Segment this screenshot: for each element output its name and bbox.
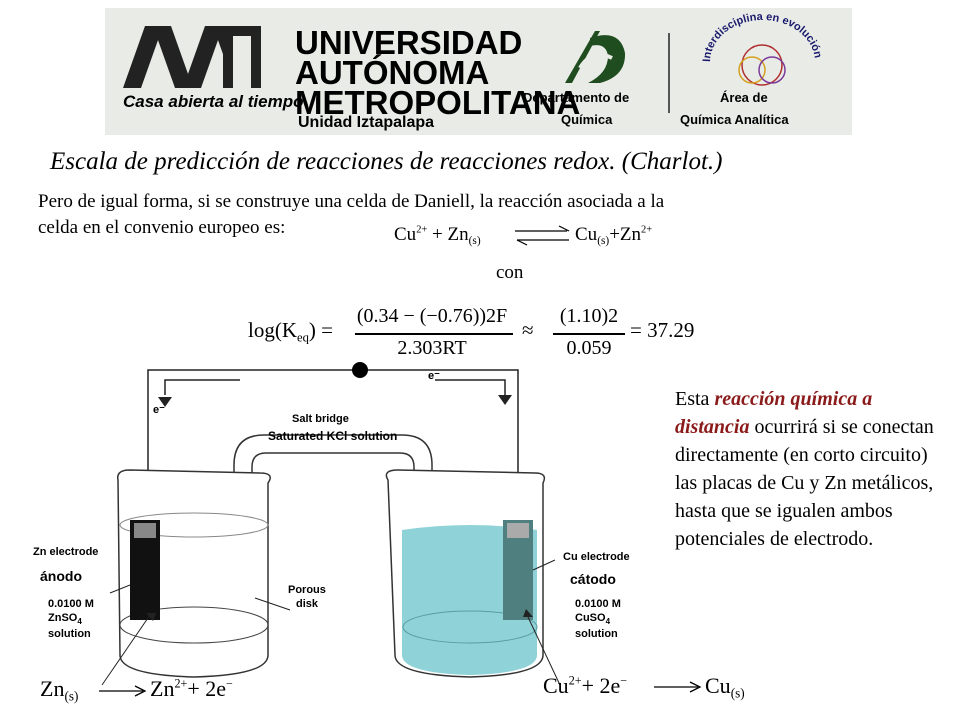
- half-reaction-left-reactant: Zn(s): [40, 676, 79, 704]
- side-explanation: Esta reacción química a distancia ocurri…: [675, 388, 934, 550]
- con-word: con: [496, 262, 524, 283]
- header-divider: [668, 33, 670, 113]
- department-line-1: Departamento de: [523, 90, 630, 105]
- half-left-arrow-icon: [99, 685, 147, 697]
- half-reaction-right-product: Cu(s): [705, 673, 745, 701]
- header-banner: Casa abierta al tiempo UNIVERSIDAD AUTÓN…: [105, 8, 852, 135]
- half-reaction-right-reactant: Cu2++ 2e−: [543, 673, 628, 698]
- daniell-cell-diagram: Salt bridge Saturated KCl solution Porou…: [33, 362, 630, 686]
- university-name-line-2: AUTÓNOMA: [295, 54, 490, 91]
- product-zn-charge: 2+: [641, 224, 653, 236]
- area-line-2: Química Analítica: [680, 112, 789, 127]
- approx-sign: ≈: [522, 318, 534, 342]
- cu-conc-label: 0.0100 M: [575, 598, 621, 610]
- reactant-cu-charge: 2+: [416, 224, 428, 236]
- side-highlight: reacción química a distancia: [675, 388, 873, 438]
- motto-text: Casa abierta al tiempo: [123, 92, 304, 111]
- porous-label-1: Porous: [288, 584, 326, 596]
- uam-logo-icon: [123, 26, 261, 88]
- electron-left-label: e⁻: [153, 404, 165, 416]
- svg-text:Interdisciplina en evolución: Interdisciplina en evolución: [701, 11, 824, 62]
- fraction-1-numerator: (0.34 − (−0.76))2F: [356, 305, 508, 327]
- cu-salt-label: CuSO4: [575, 612, 611, 626]
- cu-sol-label: solution: [575, 628, 618, 640]
- cu-electrode-label: Cu electrode: [563, 551, 630, 563]
- product-zn: +Zn: [609, 224, 642, 245]
- salt-bridge-label: Salt bridge: [292, 413, 349, 425]
- zn-electrode-label: Zn electrode: [33, 546, 98, 558]
- zn-conc-label: 0.0100 M: [48, 598, 94, 610]
- fraction-2-numerator: (1.10)2: [559, 305, 619, 327]
- equation-result: = 37.29: [630, 318, 695, 342]
- equilibrium-arrows-icon: [515, 225, 570, 246]
- paragraph-line-2: celda en el convenio europeo es:: [38, 217, 286, 238]
- product-cu: Cu: [575, 224, 598, 245]
- reactant-cu: Cu: [394, 224, 417, 245]
- half-right-arrow-icon: [654, 681, 702, 693]
- fraction-2-denominator: 0.059: [566, 337, 612, 359]
- department-line-2: Química: [561, 112, 613, 127]
- fraction-2-bar: [553, 333, 625, 335]
- university-name-line-1: UNIVERSIDAD: [295, 24, 523, 61]
- product-cu-state: (s): [597, 234, 610, 247]
- keq-lhs: log(Keq) =: [248, 318, 333, 345]
- university-name-line-3: METROPOLITANA: [295, 84, 581, 121]
- unit-name: Unidad Iztapalapa: [298, 114, 435, 131]
- area-logo-icon: Interdisciplina en evolución: [701, 11, 824, 86]
- fraction-1-denominator: 2.303RT: [397, 337, 467, 359]
- reactant-zn: + Zn: [432, 224, 469, 245]
- zn-salt-label: ZnSO4: [48, 612, 82, 626]
- fraction-1-bar: [355, 333, 513, 335]
- half-reaction-left-product: Zn2++ 2e−: [150, 676, 233, 701]
- zn-sol-label: solution: [48, 628, 91, 640]
- reactant-zn-state: (s): [468, 234, 481, 247]
- area-arc-text: Interdisciplina en evolución: [701, 11, 824, 62]
- anodo-label: ánodo: [40, 568, 82, 584]
- electron-top-label: e⁻: [428, 370, 440, 382]
- slide-title: Escala de predicción de reacciones de re…: [50, 148, 723, 175]
- main-reaction-right: Cu(s)+Zn2+: [575, 224, 652, 247]
- kcl-label: Saturated KCl solution: [268, 429, 397, 443]
- porous-label-2: disk: [296, 598, 319, 610]
- area-line-1: Área de: [720, 90, 768, 105]
- paragraph-line-1: Pero de igual forma, si se construye una…: [38, 191, 665, 212]
- catodo-label: cátodo: [570, 571, 616, 587]
- department-logo-icon: [565, 31, 626, 83]
- main-reaction-left: Cu2+ + Zn(s): [394, 224, 481, 247]
